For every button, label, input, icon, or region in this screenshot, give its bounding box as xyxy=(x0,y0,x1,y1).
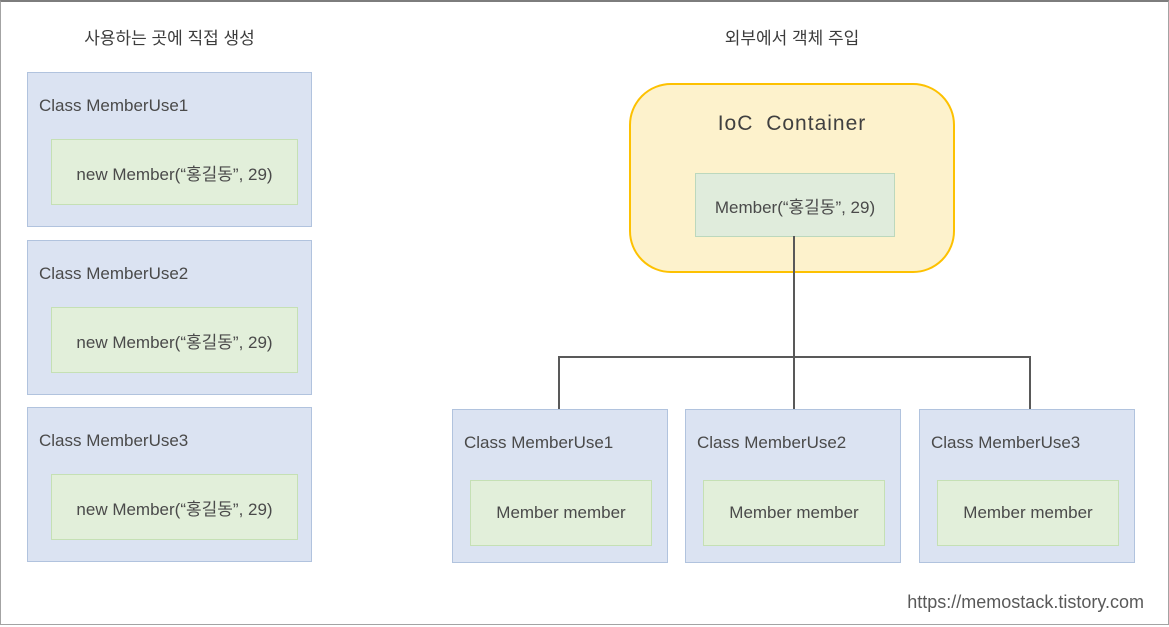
left-class-box-2: Class MemberUse2 new Member(“홍길동”, 29) xyxy=(27,240,312,395)
right-section-title: 외부에서 객체 주입 xyxy=(724,29,860,48)
class-name-label: Class MemberUse2 xyxy=(697,433,847,452)
injected-class-box-3: Class MemberUse3 Member member xyxy=(919,409,1135,563)
member-field-box: Member member xyxy=(470,480,652,546)
source-url-watermark: https://memostack.tistory.com xyxy=(907,592,1144,612)
class-name-label: Class MemberUse1 xyxy=(464,433,614,452)
member-field-box: Member member xyxy=(937,480,1119,546)
injected-class-box-1: Class MemberUse1 Member member xyxy=(452,409,668,563)
left-section-title: 사용하는 곳에 직접 생성 xyxy=(84,29,255,48)
new-member-code-box: new Member(“홍길동”, 29) xyxy=(51,474,298,540)
ioc-container-title: IoC Container xyxy=(717,112,867,135)
left-class-box-1: Class MemberUse1 new Member(“홍길동”, 29) xyxy=(27,72,312,227)
ioc-container-box: IoC Container Member(“홍길동”, 29) xyxy=(629,83,955,273)
member-field-box: Member member xyxy=(703,480,885,546)
class-name-label: Class MemberUse1 xyxy=(39,96,189,115)
new-member-code-box: new Member(“홍길동”, 29) xyxy=(51,139,298,205)
class-name-label: Class MemberUse2 xyxy=(39,264,189,283)
member-instance-box: Member(“홍길동”, 29) xyxy=(695,173,895,237)
class-name-label: Class MemberUse3 xyxy=(39,431,189,450)
injected-class-box-2: Class MemberUse2 Member member xyxy=(685,409,901,563)
new-member-code-box: new Member(“홍길동”, 29) xyxy=(51,307,298,373)
left-class-box-3: Class MemberUse3 new Member(“홍길동”, 29) xyxy=(27,407,312,562)
class-name-label: Class MemberUse3 xyxy=(931,433,1081,452)
